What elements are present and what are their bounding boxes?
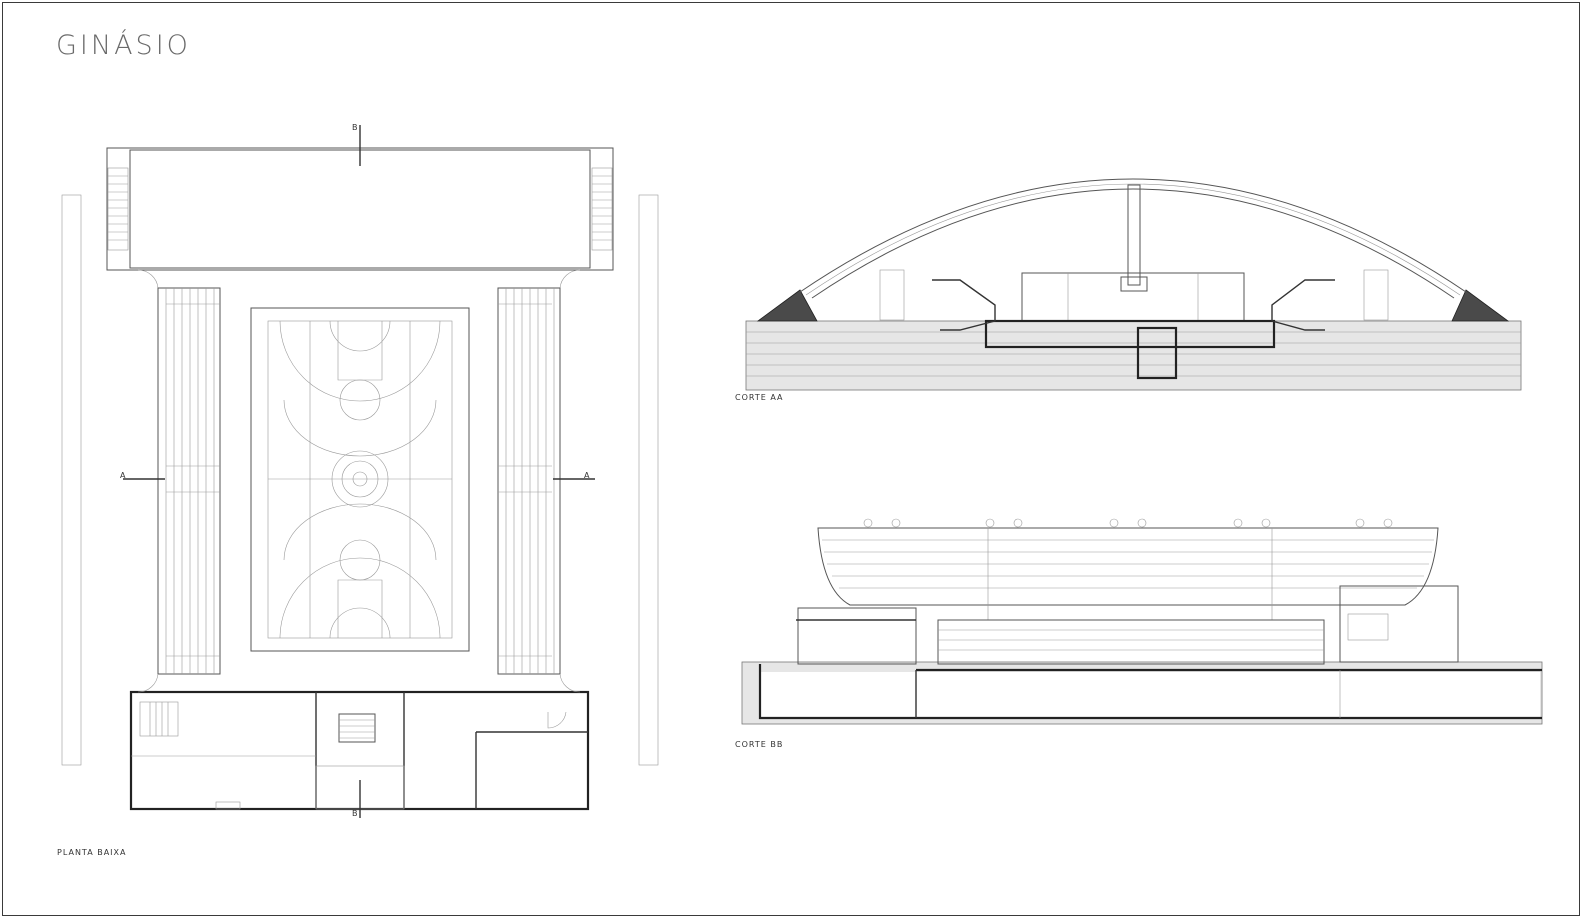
section-aa-caption: CORTE AA	[735, 393, 784, 402]
aa-court-pit	[984, 319, 1276, 349]
bb-stands	[937, 619, 1325, 665]
plan-bottom-block	[129, 690, 590, 811]
marker-b-bottom: B	[352, 809, 358, 818]
aa-ground	[745, 320, 1522, 391]
right-stands	[497, 287, 561, 675]
left-stands	[157, 287, 221, 675]
plan-top-volume	[106, 147, 614, 271]
marker-b-top: B	[352, 123, 358, 132]
basketball-court	[250, 307, 470, 652]
aa-arch-inner	[811, 188, 1455, 299]
aa-arch-outer	[799, 178, 1467, 293]
section-bb-caption: CORTE BB	[735, 740, 784, 749]
sheet-title: GINÁSIO	[56, 30, 191, 61]
marker-a-left: A	[120, 471, 126, 480]
right-strip	[638, 194, 659, 766]
floor-plan-caption: PLANTA BAIXA	[57, 848, 127, 857]
aa-right-abutment	[1451, 289, 1510, 322]
top-right-stair-treads	[592, 175, 612, 241]
aa-basement	[1136, 326, 1178, 380]
marker-a-right: A	[584, 471, 590, 480]
section-aa	[745, 178, 1522, 391]
aa-left-abutment	[756, 289, 818, 322]
aa-central-box	[1021, 272, 1245, 322]
aa-central-mast	[1127, 184, 1141, 286]
top-left-stair-treads	[108, 175, 128, 241]
left-strip	[61, 194, 82, 766]
section-bb	[741, 518, 1543, 725]
bb-roof-shell	[817, 527, 1439, 606]
floor-plan	[61, 125, 659, 818]
bb-roof-lights	[863, 518, 1393, 528]
